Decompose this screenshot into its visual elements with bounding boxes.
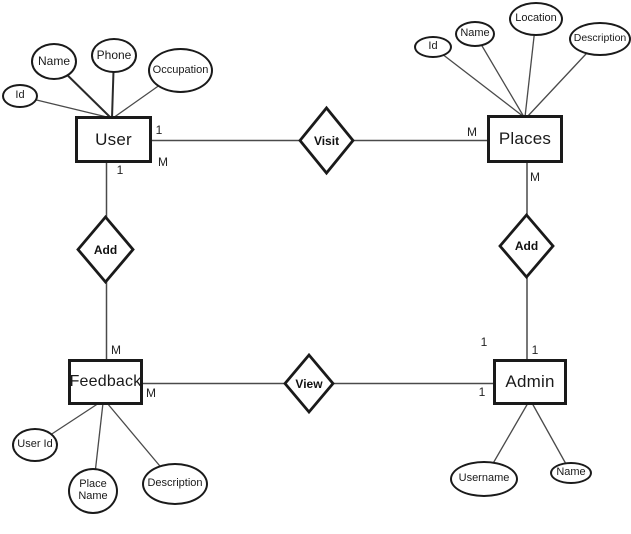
attribute-places-id: Id	[414, 36, 452, 58]
attribute-feedback-userid: User Id	[12, 428, 58, 462]
entity-admin: Admin	[493, 359, 567, 405]
cardinality-feedback-add-m: M	[111, 343, 121, 357]
connector-admin-name	[531, 402, 572, 474]
attribute-feedback-placename: Place Name	[68, 468, 118, 514]
attribute-user-occupation: Occupation	[148, 48, 213, 93]
cardinality-places-add-m: M	[530, 170, 540, 184]
relationship-view-label: View	[295, 376, 323, 391]
entity-places: Places	[487, 115, 563, 163]
connector-places-id	[432, 46, 525, 118]
entity-places-label: Places	[498, 129, 552, 148]
attribute-admin-username: Username	[450, 461, 518, 497]
relationship-add-user-feedback-label: Add	[93, 242, 118, 257]
attribute-places-name: Name	[455, 21, 495, 47]
cardinality-feedback-view-m: M	[146, 386, 156, 400]
entity-admin-label: Admin	[505, 372, 555, 391]
cardinality-user-add-1: 1	[116, 163, 124, 177]
diamond-visit	[298, 105, 355, 176]
relationship-visit-label: Visit	[313, 133, 340, 148]
diamond-view	[283, 352, 335, 415]
cardinality-admin-view-1: 1	[478, 385, 486, 399]
entity-user: User	[75, 116, 152, 163]
diamond-add-places-admin	[498, 212, 555, 280]
attribute-user-id: Id	[2, 84, 38, 108]
attribute-user-name: Name	[31, 43, 77, 80]
attribute-feedback-description: Description	[142, 463, 208, 505]
cardinality-places-visit-m: M	[467, 125, 477, 139]
attribute-places-location: Location	[509, 2, 563, 36]
attribute-admin-name: Name	[550, 462, 592, 484]
attribute-places-description: Description	[569, 22, 631, 56]
entity-feedback: Feedback	[68, 359, 143, 405]
diamond-add-user-feedback	[76, 214, 135, 285]
relationship-add-places-admin-label: Add	[514, 239, 539, 253]
cardinality-admin-add-1-right: 1	[531, 343, 539, 357]
cardinality-admin-add-1-left: 1	[480, 335, 488, 349]
entity-feedback-label: Feedback	[69, 373, 142, 390]
connector-places-name	[474, 33, 525, 118]
attribute-user-phone: Phone	[91, 38, 137, 73]
cardinality-user-visit-m: M	[158, 155, 168, 169]
entity-user-label: User	[95, 129, 132, 149]
cardinality-user-visit-1: 1	[155, 123, 163, 137]
